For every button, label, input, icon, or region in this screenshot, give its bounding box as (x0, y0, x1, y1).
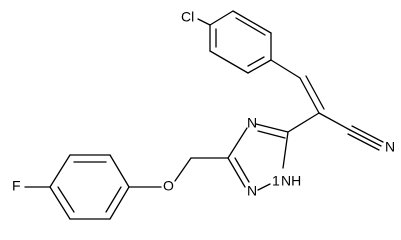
chlorophenyl-ring (209, 10, 272, 74)
triazole-n2-label: N (247, 183, 257, 199)
alkene-to-triazole-bond (287, 112, 320, 133)
fluorine-atom-label: F (12, 178, 21, 194)
nitrile-triple-bond (347, 125, 384, 151)
alkene-double-bond (299, 75, 325, 114)
fluorophenyl-ring (49, 154, 130, 220)
triazole-nh-label: NH (281, 173, 301, 189)
triazole-ring (227, 123, 289, 191)
chlorine-atom-label: Cl (181, 9, 194, 25)
alkene-to-nitrile-carbon-bond (318, 112, 351, 131)
nitrile-nitrogen-label: N (385, 139, 395, 155)
ether-oxygen-label: O (163, 178, 174, 194)
methylene-to-oxygen-bond (174, 157, 192, 182)
c-cl-bond (197, 18, 211, 26)
molecule-canvas: Cl N N N 1 NH O F (12, 9, 395, 220)
molecule-structure: Cl N N N 1 NH O F (12, 9, 395, 220)
triazole-n4-label: N (247, 115, 257, 131)
ring-to-vinyl-bond (270, 59, 301, 79)
nh-locant-label: 1 (272, 173, 280, 189)
